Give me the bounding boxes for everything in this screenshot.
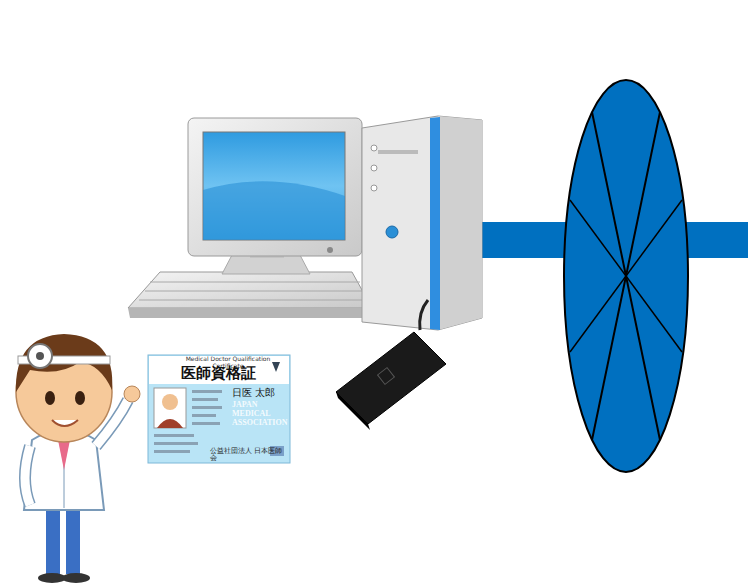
keyboard [128, 272, 372, 318]
card-reader [336, 300, 446, 430]
card-text: JAPAN MEDICAL ASSOCIATION [232, 401, 290, 427]
card-text: 医師資格証 [178, 365, 258, 382]
doctor-figure [16, 334, 140, 583]
license-card [148, 355, 290, 463]
monitor [188, 118, 362, 274]
network-symbol [564, 80, 688, 472]
computer-tower [362, 116, 482, 330]
card-text: 公益社団法人 日本医師会 [210, 448, 288, 462]
license-card: Medical Doctor Qualification Certificate… [148, 355, 290, 463]
card-text: 日医 太郎 [232, 387, 288, 398]
